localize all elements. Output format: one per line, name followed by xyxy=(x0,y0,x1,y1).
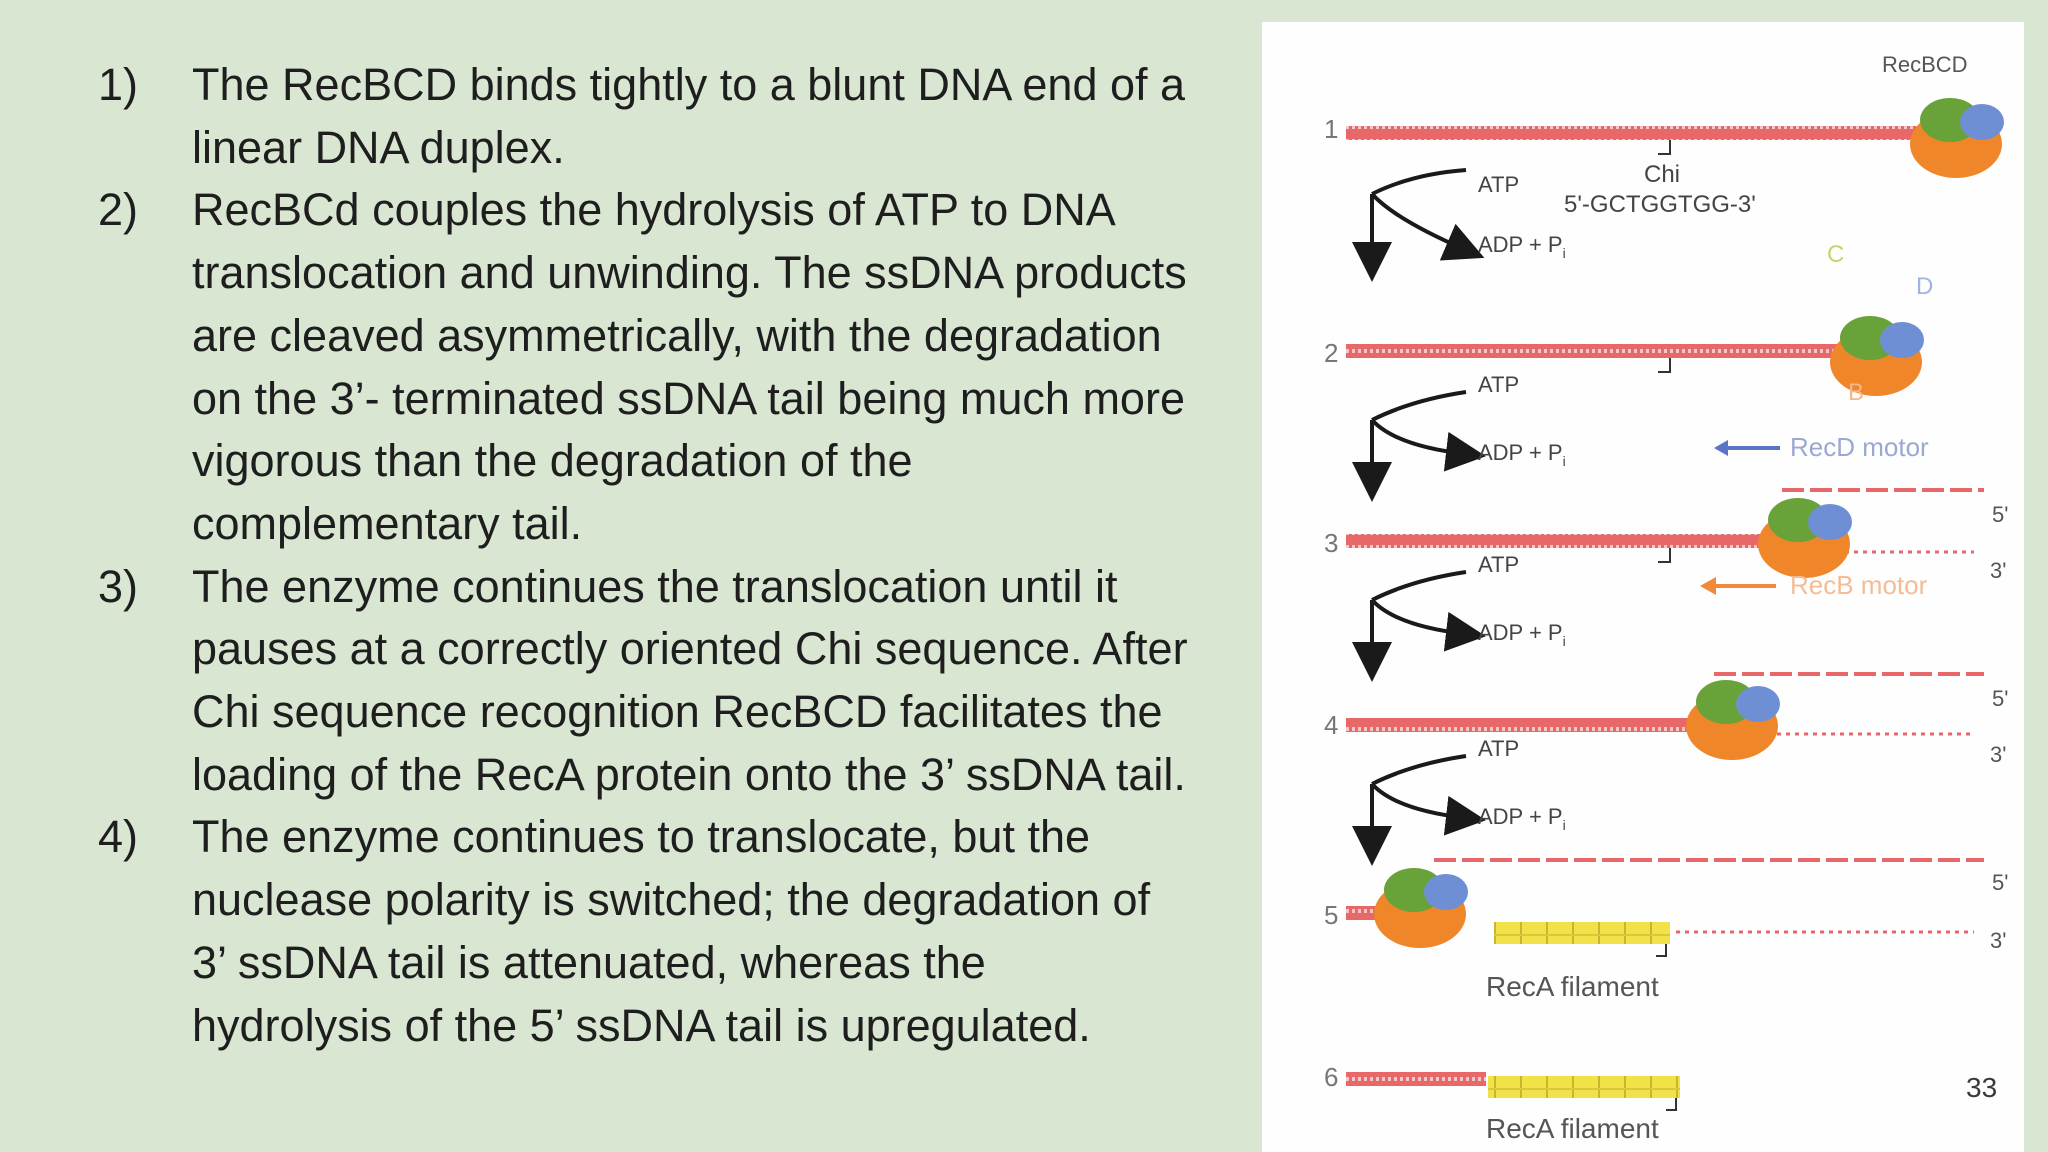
list-item: 1) The RecBCD binds tightly to a blunt DN… xyxy=(98,54,1188,179)
chi-marker xyxy=(1656,944,1667,957)
recbcd-enzyme xyxy=(1758,498,1852,578)
subunit-b-label: B xyxy=(1848,379,1864,406)
recbcd-enzyme xyxy=(1686,680,1780,760)
reaction-arrow-in xyxy=(1371,390,1467,422)
dna-duplex xyxy=(1346,344,1906,358)
five-prime-label: 5' xyxy=(1992,502,2008,527)
reaction-arrow-in xyxy=(1371,168,1467,196)
page-number: 33 xyxy=(1966,1072,1998,1103)
recbcd-enzyme xyxy=(1830,316,1924,396)
recbcd-diagram: RecBCD 1 Chi 5'-GCTGGTGG-3' ATP ADP + Pi… xyxy=(1262,22,2024,1152)
step-text: The enzyme continues to translocate, but… xyxy=(192,811,1151,1051)
adp-label: ADP + Pi xyxy=(1478,804,1566,833)
recb-motor-label: RecB motor xyxy=(1790,570,1928,600)
dna-duplex xyxy=(1346,1072,1486,1086)
dna-duplex xyxy=(1346,718,1706,732)
reca-filament xyxy=(1494,922,1670,944)
reaction-arrow-in xyxy=(1371,570,1467,602)
adp-label: ADP + Pi xyxy=(1478,440,1566,469)
subunit-c-label: C xyxy=(1827,241,1844,268)
five-prime-label: 5' xyxy=(1992,686,2008,711)
atp-label: ATP xyxy=(1478,172,1519,197)
adp-label: ADP + Pi xyxy=(1478,620,1566,649)
enzyme-label: RecBCD xyxy=(1882,52,1968,77)
reaction-arrow-in xyxy=(1371,754,1467,786)
chi-label: Chi xyxy=(1644,161,1680,188)
recbcd-enzyme xyxy=(1374,868,1468,948)
row-number: 1 xyxy=(1324,114,1338,144)
row-number: 5 xyxy=(1324,900,1338,930)
three-prime-label: 3' xyxy=(1990,558,2006,583)
step-number: 2) xyxy=(98,184,139,236)
atp-label: ATP xyxy=(1478,372,1519,397)
three-prime-label: 3' xyxy=(1990,928,2006,953)
recd-motor-label: RecD motor xyxy=(1790,432,1929,462)
subunit-d-label: D xyxy=(1916,273,1933,300)
atp-label: ATP xyxy=(1478,552,1519,577)
dna-duplex xyxy=(1346,126,1986,140)
step-text: RecBCd couples the hydrolysis of ATP to … xyxy=(192,184,1187,549)
reca-filament xyxy=(1488,1076,1680,1098)
chi-marker xyxy=(1658,358,1671,373)
chi-marker xyxy=(1666,1098,1677,1111)
diagram-canvas: RecBCD 1 Chi 5'-GCTGGTGG-3' ATP ADP + Pi… xyxy=(1324,52,2008,1144)
row-number: 4 xyxy=(1324,710,1338,740)
step-number: 4) xyxy=(98,811,139,863)
reca-filament-label: RecA filament xyxy=(1486,971,1659,1002)
step-text: The RecBCD binds tightly to a blunt DNA … xyxy=(192,59,1186,173)
list-item: 4) The enzyme continues to translocate, b… xyxy=(98,806,1188,1057)
dna-duplex xyxy=(1346,534,1776,548)
reaction-arrow-out xyxy=(1370,782,1486,836)
step-text: The enzyme continues the translocation u… xyxy=(192,560,1188,800)
row-number: 3 xyxy=(1324,528,1338,558)
step-number: 1) xyxy=(98,59,139,110)
list-item: 2) RecBCd couples the hydrolysis of ATP t… xyxy=(98,179,1188,555)
adp-label: ADP + Pi xyxy=(1478,232,1566,261)
three-prime-label: 3' xyxy=(1990,742,2006,767)
row-number: 6 xyxy=(1324,1062,1338,1092)
chi-marker xyxy=(1658,548,1671,563)
step-list: 1) The RecBCD binds tightly to a blunt DN… xyxy=(98,54,1188,1057)
atp-label: ATP xyxy=(1478,736,1519,761)
five-prime-label: 5' xyxy=(1992,870,2008,895)
chi-sequence: 5'-GCTGGTGG-3' xyxy=(1564,191,1756,218)
row-number: 2 xyxy=(1324,338,1338,368)
recb-motor-arrowhead xyxy=(1700,577,1716,595)
recd-motor-arrowhead xyxy=(1714,440,1728,456)
step-number: 3) xyxy=(98,560,139,612)
reaction-arrow-out xyxy=(1370,192,1485,261)
reaction-arrow-out xyxy=(1370,598,1486,652)
chi-marker xyxy=(1658,140,1671,155)
reaction-arrow-out xyxy=(1370,418,1486,472)
list-item: 3) The enzyme continues the translocation… xyxy=(98,556,1188,807)
reca-filament-label: RecA filament xyxy=(1486,1113,1659,1144)
recbcd-enzyme xyxy=(1910,98,2004,178)
